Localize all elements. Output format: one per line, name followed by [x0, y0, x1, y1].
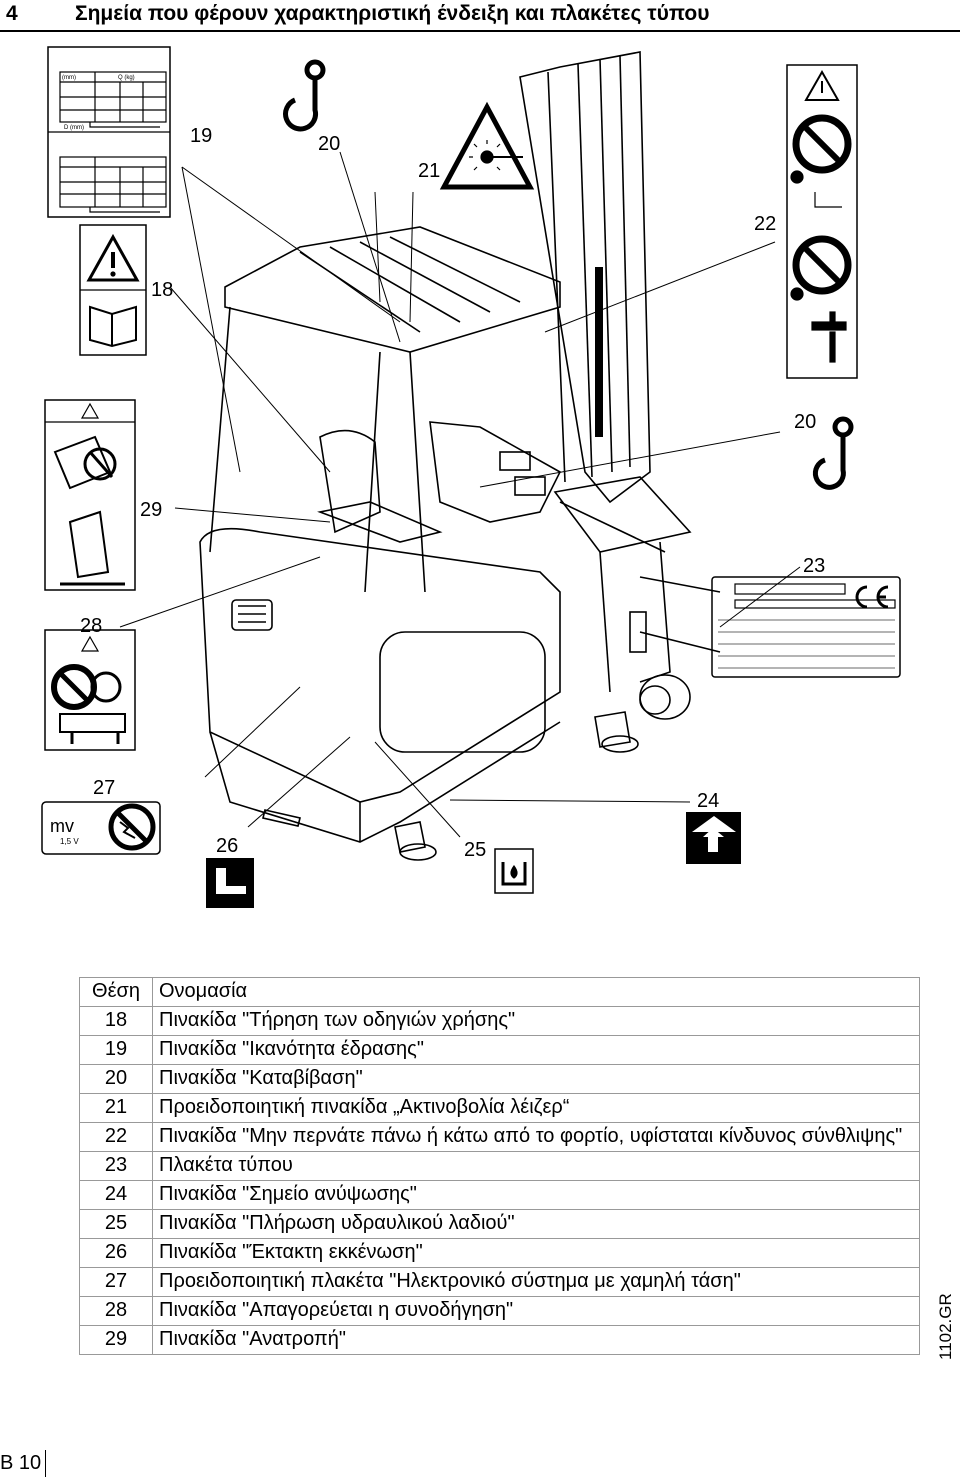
document-code: 1102.GR — [936, 1293, 955, 1360]
forklift-truck — [199, 51, 721, 861]
page-title: Σημεία που φέρουν χαρακτηριστική ένδειξη… — [75, 2, 710, 25]
row-name: Πινακίδα "Απαγορεύεται η συνοδήγηση" — [152, 1296, 920, 1326]
low-voltage-icon — [108, 803, 156, 851]
page-number: B 10 — [0, 1452, 42, 1474]
footer-divider — [45, 1450, 46, 1477]
row-name: Πινακίδα "Πλήρωση υδραυλικού λαδιού" — [152, 1209, 920, 1239]
oil-fill-icon — [494, 848, 534, 894]
row-pos: 21 — [79, 1093, 153, 1123]
book-icon — [89, 305, 137, 348]
row-pos: 26 — [79, 1238, 153, 1268]
row-name: Πινακίδα "Ικανότητα έδρασης" — [152, 1035, 920, 1065]
manual-plate — [79, 224, 147, 356]
callout-19: 19 — [190, 125, 212, 147]
callout-22: 22 — [754, 213, 776, 235]
row-pos: 27 — [79, 1267, 153, 1297]
plate-foot: D (mm) — [64, 125, 84, 131]
row-pos: 24 — [79, 1180, 153, 1210]
row-pos: 29 — [79, 1325, 153, 1355]
callout-20b: 20 — [794, 411, 816, 433]
leader-lines — [119, 151, 801, 838]
hook-icon — [812, 416, 854, 490]
hook-icon — [283, 59, 326, 132]
plate-voltage-label: 1,5 V — [60, 837, 79, 846]
tipover-plate — [44, 399, 136, 591]
no-passenger-icon — [51, 664, 126, 744]
col-name: Ονομασία — [152, 977, 920, 1007]
row-pos: 23 — [79, 1151, 153, 1181]
ce-mark-icon — [855, 585, 889, 609]
row-name: Πινακίδα "Τήρηση των οδηγιών χρήσης" — [152, 1006, 920, 1036]
row-name: Πινακίδα "Έκτακτη εκκένωση" — [152, 1238, 920, 1268]
row-pos: 28 — [79, 1296, 153, 1326]
callout-27: 27 — [93, 777, 115, 799]
legend-header-row: Θέση Ονομασία — [79, 977, 920, 1007]
type-plate — [711, 576, 901, 678]
callout-28: 28 — [80, 615, 102, 637]
row-name: Πινακίδα "Μην περνάτε πάνω ή κάτω από το… — [152, 1122, 920, 1152]
row-pos: 20 — [79, 1064, 153, 1094]
section-number: 4 — [6, 2, 18, 25]
callout-25: 25 — [464, 839, 486, 861]
emergency-lowering-icon — [206, 858, 254, 908]
callout-24: 24 — [697, 790, 719, 812]
row-name: Πινακίδα "Ανατροπή" — [152, 1325, 920, 1355]
row-pos: 22 — [79, 1122, 153, 1152]
callout-29: 29 — [140, 499, 162, 521]
row-name: Προειδοποιητική πινακίδα „Ακτινοβολία λέ… — [152, 1093, 920, 1123]
callout-20: 20 — [318, 133, 340, 155]
low-voltage-plate — [41, 801, 161, 855]
no-step-under-load-icon — [790, 114, 852, 301]
tip-over-icon — [53, 435, 125, 586]
row-pos: 19 — [79, 1035, 153, 1065]
row-name: Πλακέτα τύπου — [152, 1151, 920, 1181]
callout-26: 26 — [216, 835, 238, 857]
plate-mv-label: mv — [50, 816, 74, 836]
crush-hazard-plate — [786, 64, 858, 379]
forklift-figure: (mm) Q (kg) D (mm) — [41, 46, 901, 908]
header-divider — [0, 30, 960, 32]
passenger-plate — [44, 629, 136, 751]
capacity-plate — [47, 46, 171, 218]
callout-18: 18 — [151, 279, 173, 301]
callout-21: 21 — [418, 160, 440, 182]
hand-pinch-icon — [811, 311, 847, 363]
laser-warning-icon — [439, 101, 535, 190]
row-pos: 25 — [79, 1209, 153, 1239]
row-name: Προειδοποιητική πλακέτα "Ηλεκτρονικό σύσ… — [152, 1267, 920, 1297]
warning-triangle-icon — [86, 233, 140, 282]
plate-col-b: Q (kg) — [118, 75, 135, 81]
plate-col-a: (mm) — [62, 75, 76, 81]
row-name: Πινακίδα "Καταβίβαση" — [152, 1064, 920, 1094]
row-name: Πινακίδα "Σημείο ανύψωσης" — [152, 1180, 920, 1210]
row-pos: 18 — [79, 1006, 153, 1036]
col-position: Θέση — [79, 977, 153, 1007]
callout-23: 23 — [803, 555, 825, 577]
jack-point-icon — [686, 812, 741, 864]
